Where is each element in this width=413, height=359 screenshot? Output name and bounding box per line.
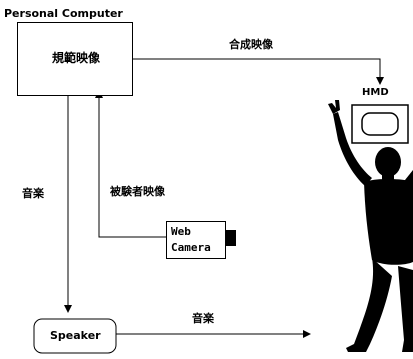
web-camera-label-line2: Camera bbox=[171, 241, 211, 254]
speaker-box bbox=[33, 318, 117, 354]
subject-video-label: 被験者映像 bbox=[110, 185, 165, 198]
composite-video-label: 合成映像 bbox=[229, 38, 273, 51]
web-camera-label-line1: Web bbox=[171, 225, 191, 238]
camera-lens bbox=[226, 230, 236, 246]
music-right-label: 音楽 bbox=[192, 312, 214, 325]
reference-video-label: 規範映像 bbox=[52, 51, 101, 65]
music-down-label: 音楽 bbox=[22, 187, 44, 200]
web-camera-box: Web Camera bbox=[166, 221, 226, 259]
hmd-label: HMD bbox=[362, 87, 389, 98]
composite-video-arrow bbox=[132, 58, 384, 85]
reference-video-box: 規範映像 bbox=[17, 22, 133, 96]
pc-title: Personal Computer bbox=[4, 7, 123, 20]
person-silhouette bbox=[328, 100, 413, 352]
speaker-label: Speaker bbox=[50, 329, 101, 342]
hmd-device bbox=[351, 104, 409, 144]
subject-video-arrow bbox=[95, 90, 166, 238]
